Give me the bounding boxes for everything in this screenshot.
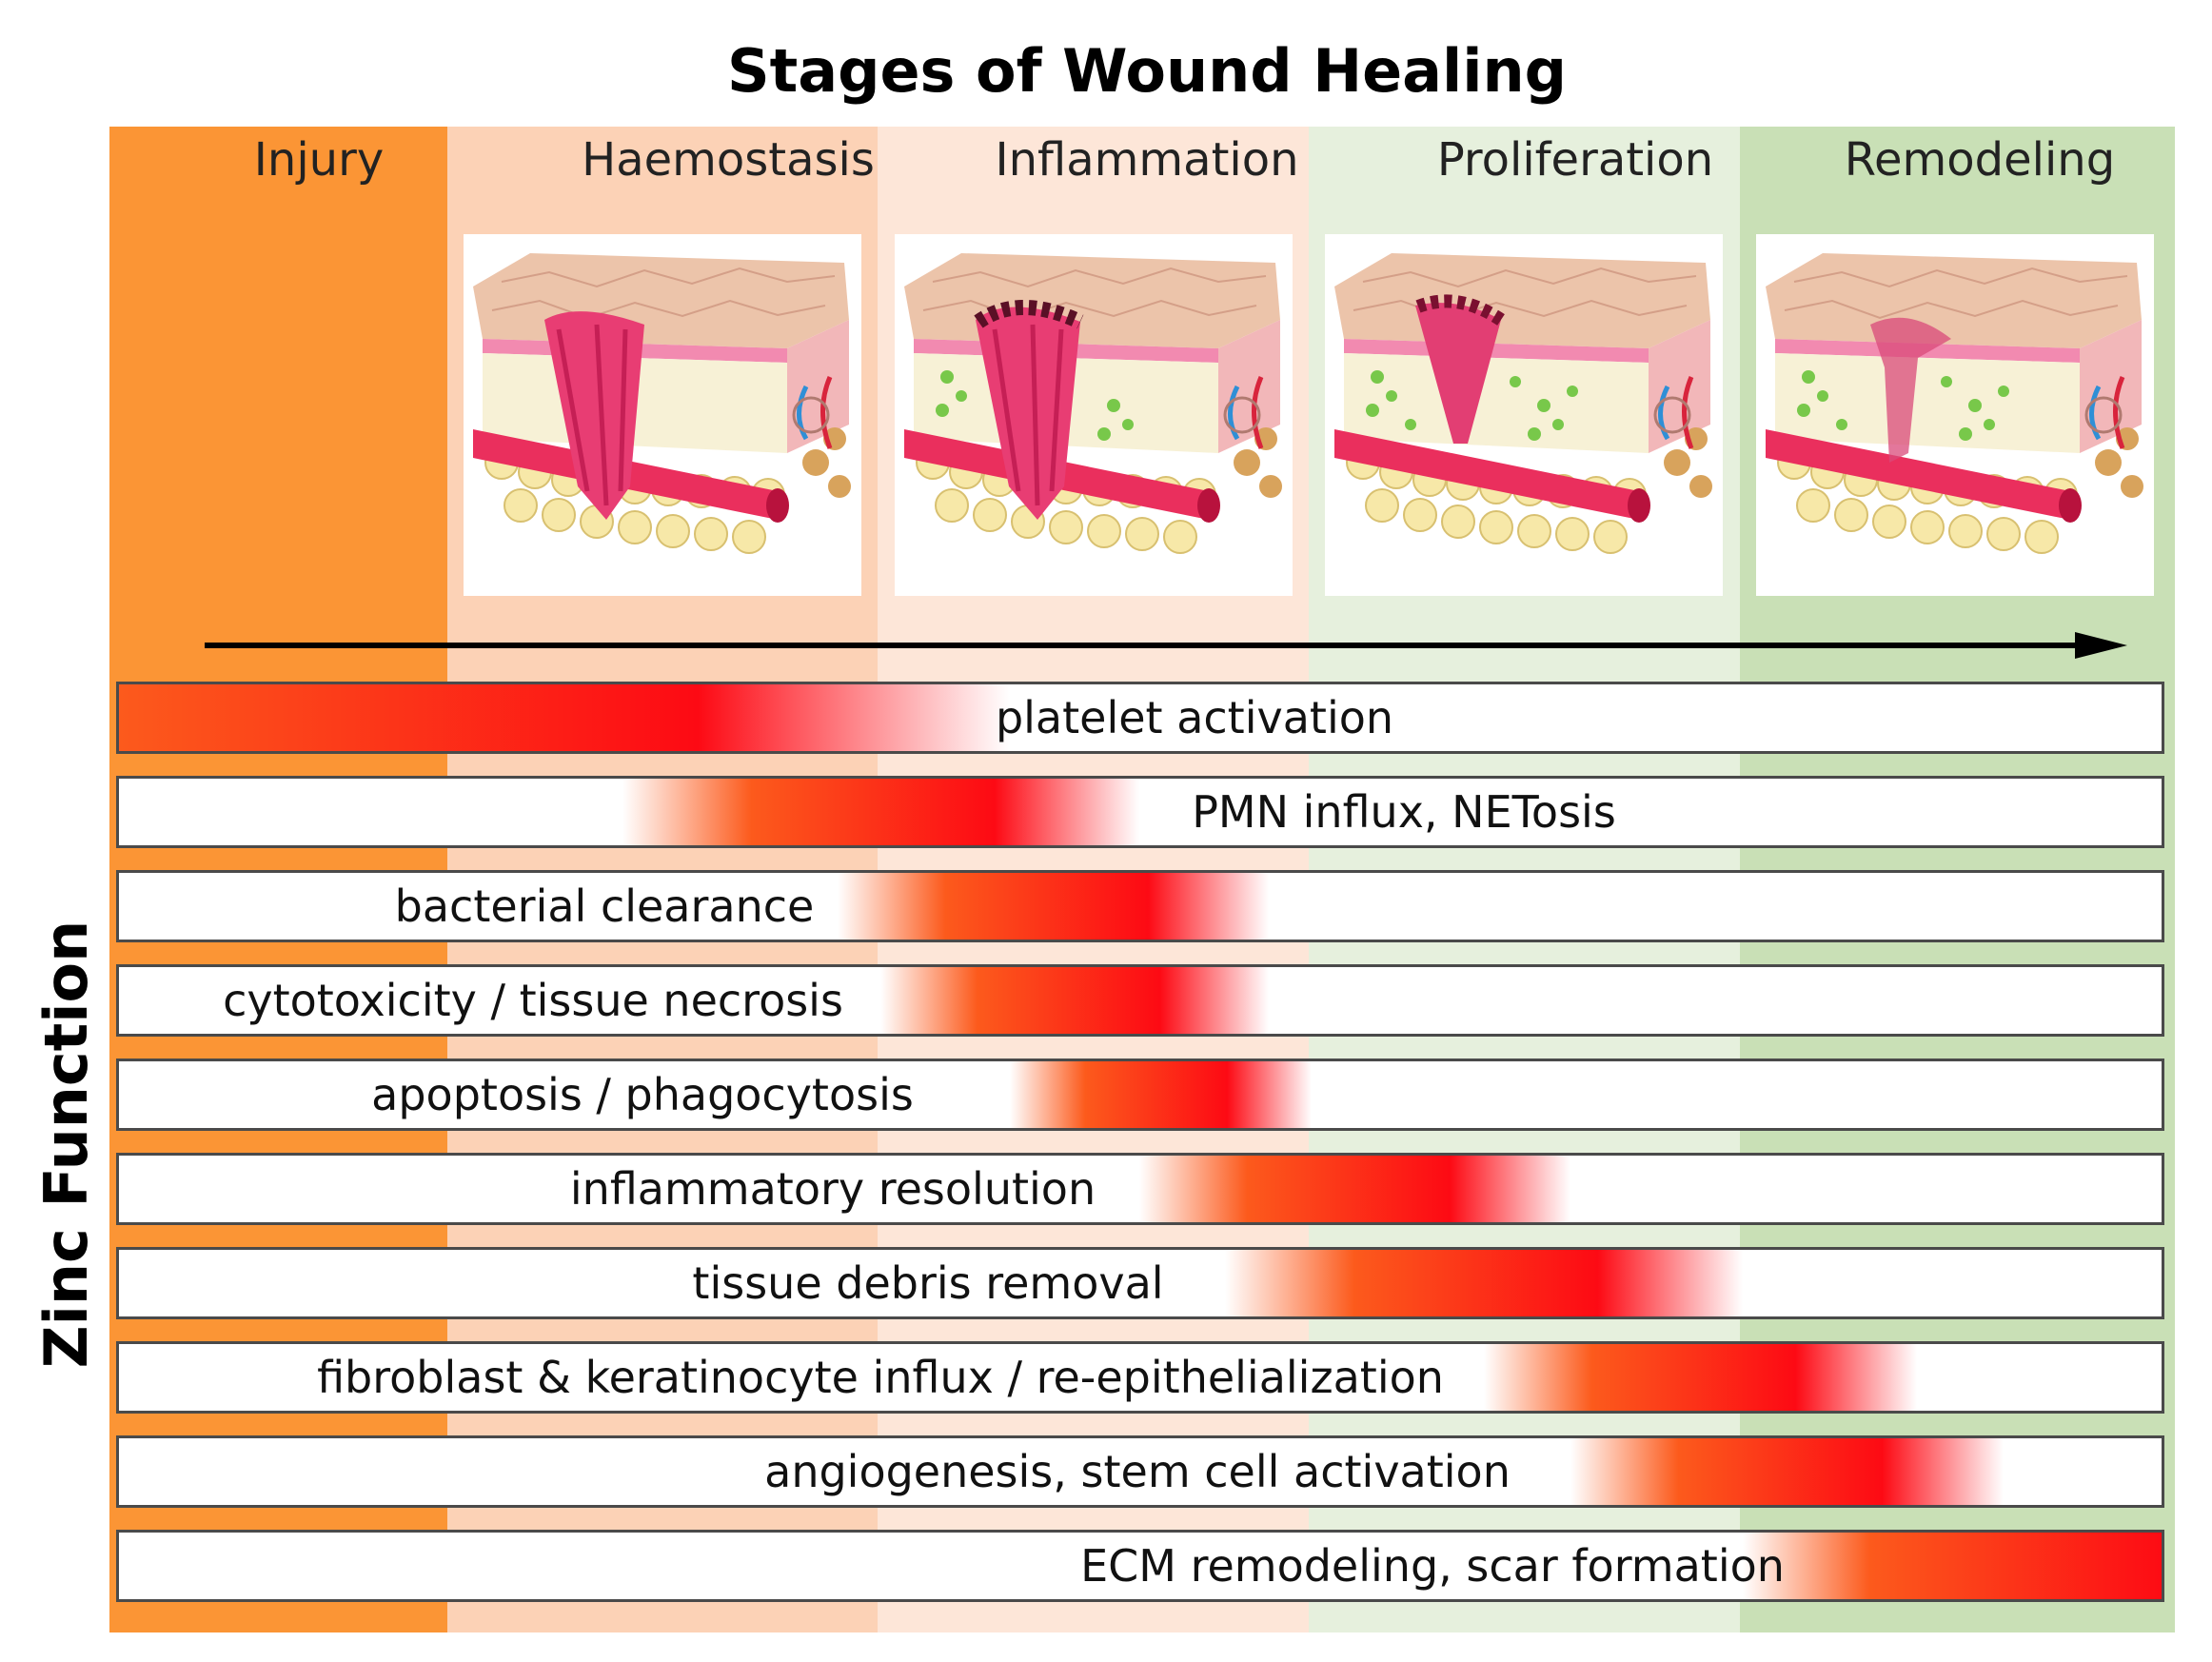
diagram-title: Stages of Wound Healing <box>726 36 1568 106</box>
activity-gradient <box>119 684 1010 751</box>
skin-wound-proliferation-illustration <box>1325 234 1723 596</box>
function-label: bacterial clearance <box>394 880 815 932</box>
activity-gradient <box>1484 1344 1917 1411</box>
function-bar: inflammatory resolution <box>116 1153 2164 1225</box>
activity-gradient <box>1009 1061 1312 1128</box>
side-axis-label: Zinc Function <box>31 920 101 1369</box>
skin-wound-haemostasis-illustration <box>464 234 861 596</box>
stage-label-injury: Injury <box>253 133 385 187</box>
function-bar: fibroblast & keratinocyte influx / re-ep… <box>116 1341 2164 1414</box>
function-bar: platelet activation <box>116 682 2164 754</box>
activity-gradient <box>1225 1250 1743 1316</box>
activity-gradient <box>1743 1533 2162 1599</box>
function-label: fibroblast & keratinocyte influx / re-ep… <box>317 1352 1444 1403</box>
skin-wound-inflammation-illustration <box>895 234 1293 596</box>
activity-gradient <box>880 967 1269 1034</box>
stage-label-remodeling: Remodeling <box>1844 133 2116 187</box>
function-bar: apoptosis / phagocytosis <box>116 1059 2164 1131</box>
timeline-arrow <box>205 632 2127 659</box>
function-bar: PMN influx, NETosis <box>116 776 2164 848</box>
function-label: platelet activation <box>995 692 1394 743</box>
function-bar: cytotoxicity / tissue necrosis <box>116 964 2164 1037</box>
function-label: inflammatory resolution <box>569 1163 1096 1215</box>
function-bar: angiogenesis, stem cell activation <box>116 1435 2164 1508</box>
function-label: cytotoxicity / tissue necrosis <box>223 975 843 1026</box>
function-label: tissue debris removal <box>692 1257 1164 1309</box>
function-label: angiogenesis, stem cell activation <box>764 1446 1511 1497</box>
stage-label-haemostasis: Haemostasis <box>582 133 875 187</box>
activity-gradient <box>1570 1438 2005 1505</box>
function-label: ECM remodeling, scar formation <box>1080 1540 1785 1592</box>
skin-wound-remodeling-illustration <box>1756 234 2154 596</box>
stage-label-proliferation: Proliferation <box>1436 133 1714 187</box>
function-bar: bacterial clearance <box>116 870 2164 942</box>
function-label: apoptosis / phagocytosis <box>371 1069 914 1120</box>
activity-gradient <box>622 779 1139 845</box>
activity-gradient <box>1138 1156 1570 1222</box>
function-bar: ECM remodeling, scar formation <box>116 1530 2164 1602</box>
stage-label-inflammation: Inflammation <box>995 133 1299 187</box>
activity-gradient <box>837 873 1269 940</box>
function-bar: tissue debris removal <box>116 1247 2164 1319</box>
function-label: PMN influx, NETosis <box>1192 786 1616 838</box>
